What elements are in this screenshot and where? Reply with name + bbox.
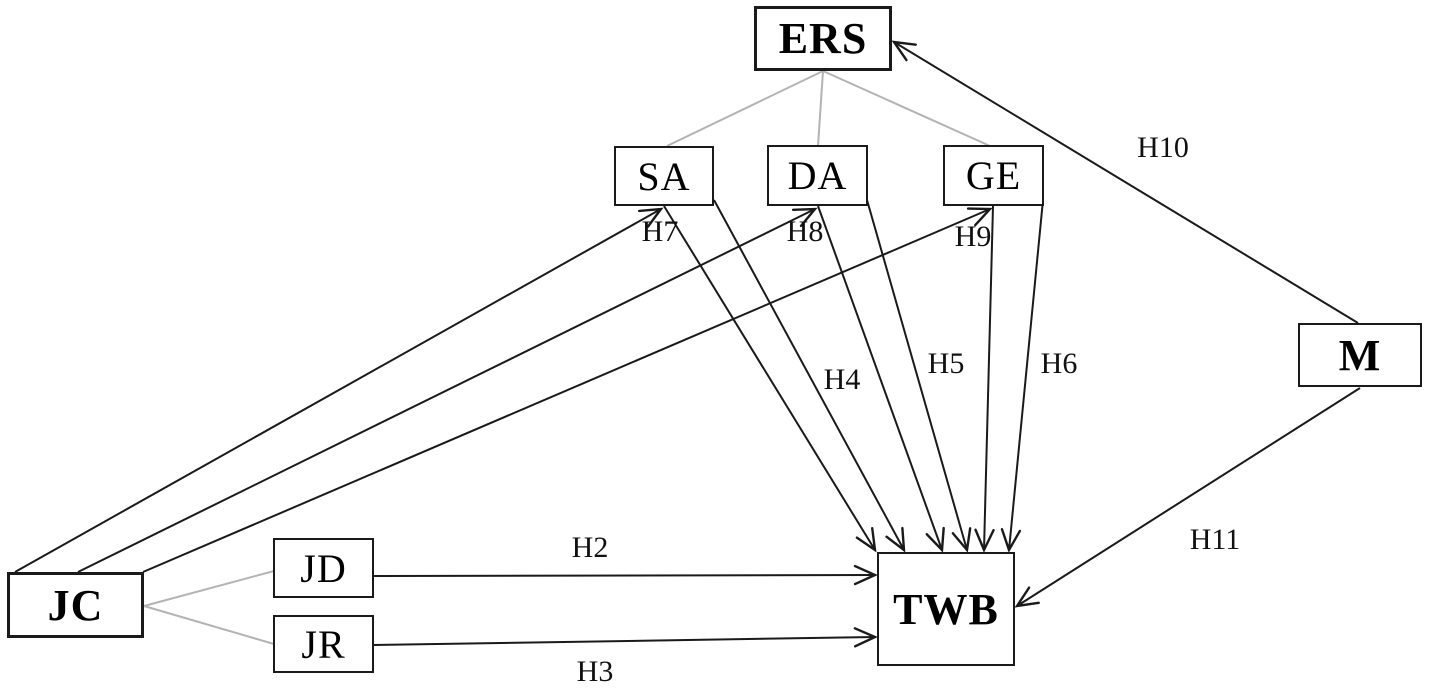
node-JC: JC xyxy=(7,572,144,638)
edge-ERS-GE-line xyxy=(822,70,991,147)
edge-label-H11: H11 xyxy=(1189,523,1241,556)
edge-label-H9: H9 xyxy=(954,220,992,253)
node-M: M xyxy=(1298,323,1422,387)
edge-SA-TWB-arrow xyxy=(713,199,906,553)
node-GE: GE xyxy=(943,145,1044,206)
edge-M-TWB-arrow xyxy=(1014,387,1361,608)
edge-GE-TWB-arrow xyxy=(974,205,995,553)
edge-JC-SA-arrow xyxy=(14,207,664,573)
edge-label-H6: H6 xyxy=(1040,347,1078,380)
edge-ERS-DA-line xyxy=(817,70,824,147)
node-ERS: ERS xyxy=(754,6,892,71)
edge-JC-JR-line xyxy=(143,605,275,645)
node-SA: SA xyxy=(614,146,714,206)
edge-label-H2: H2 xyxy=(571,531,609,564)
edge-JC-GE-arrow xyxy=(142,207,993,573)
edge-DA-TWB-arrow xyxy=(817,205,945,553)
edge-JC-JD-line xyxy=(143,570,275,607)
edge-label-H5: H5 xyxy=(927,347,965,380)
node-JR: JR xyxy=(273,615,374,673)
node-TWB: TWB xyxy=(877,552,1015,666)
edge-label-H7: H7 xyxy=(641,215,679,248)
edge-label-H10: H10 xyxy=(1137,131,1189,164)
node-DA: DA xyxy=(767,145,868,206)
node-JD: JD xyxy=(273,538,374,598)
edge-GE-TWB-arrow xyxy=(1000,199,1044,553)
edge-ERS-SA-line xyxy=(666,70,824,147)
edge-label-H8: H8 xyxy=(786,215,824,248)
edge-JD-TWB-arrow xyxy=(373,564,878,586)
edge-DA-TWB-arrow xyxy=(866,199,972,553)
edge-M-ERS-arrow xyxy=(891,40,1359,324)
edge-JC-DA-arrow xyxy=(77,207,818,573)
edge-label-H3: H3 xyxy=(576,655,614,688)
edge-SA-TWB-arrow xyxy=(663,205,877,553)
edge-JR-TWB-arrow xyxy=(373,627,878,648)
edge-label-H4: H4 xyxy=(823,363,861,396)
